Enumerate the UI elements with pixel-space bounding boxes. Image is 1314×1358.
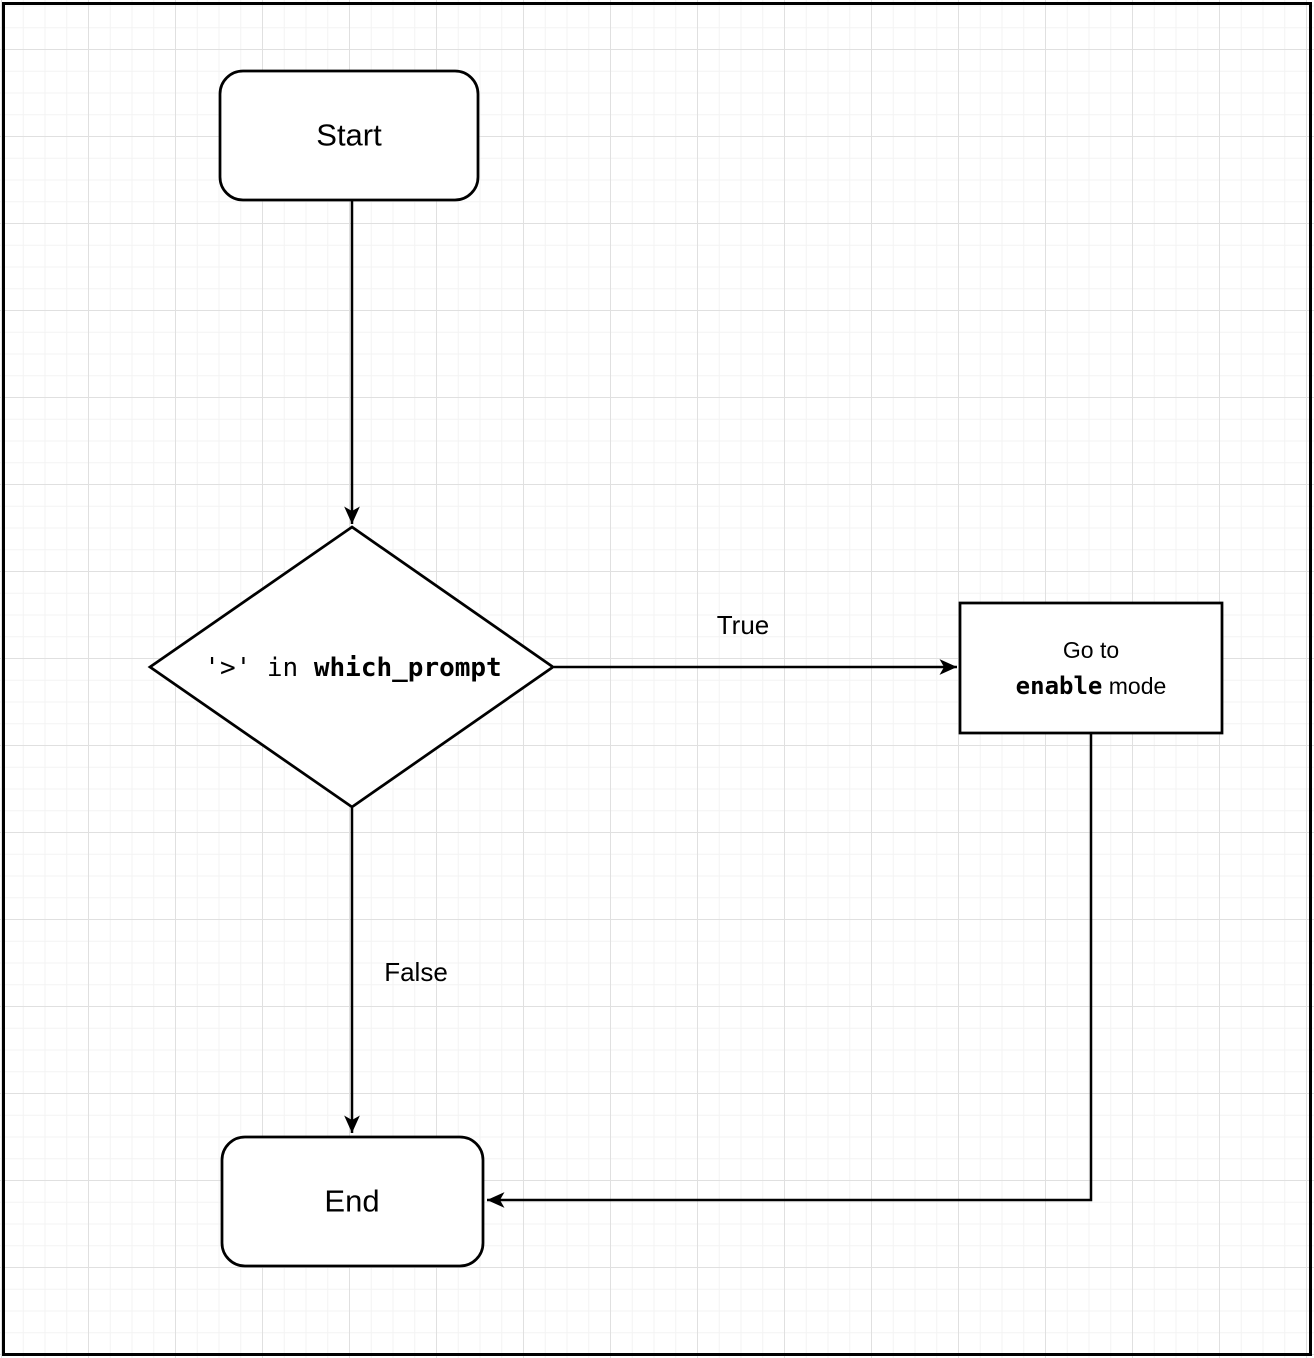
false-branch-label: False xyxy=(384,956,448,987)
decision-code-prefix: '>' in xyxy=(204,652,314,683)
end-node-shape xyxy=(220,1135,485,1268)
true-branch-label: True xyxy=(716,609,770,640)
edge-process-to-end xyxy=(487,734,1093,1208)
decision-code-emphasis: which_prompt xyxy=(313,652,502,683)
decision-node-label: '>' in which_prompt xyxy=(204,652,501,685)
process-node-label: Go to enable mode xyxy=(1016,632,1167,704)
start-node-shape xyxy=(218,69,480,202)
end-node-label: End xyxy=(324,1183,380,1219)
process-label-suffix: mode xyxy=(1102,673,1167,699)
decision-node-shape xyxy=(147,525,556,809)
process-label-line1: Go to xyxy=(1062,637,1120,663)
process-label-code: enable xyxy=(1015,672,1103,700)
start-node-label: Start xyxy=(316,117,382,153)
process-node-shape xyxy=(958,601,1224,735)
